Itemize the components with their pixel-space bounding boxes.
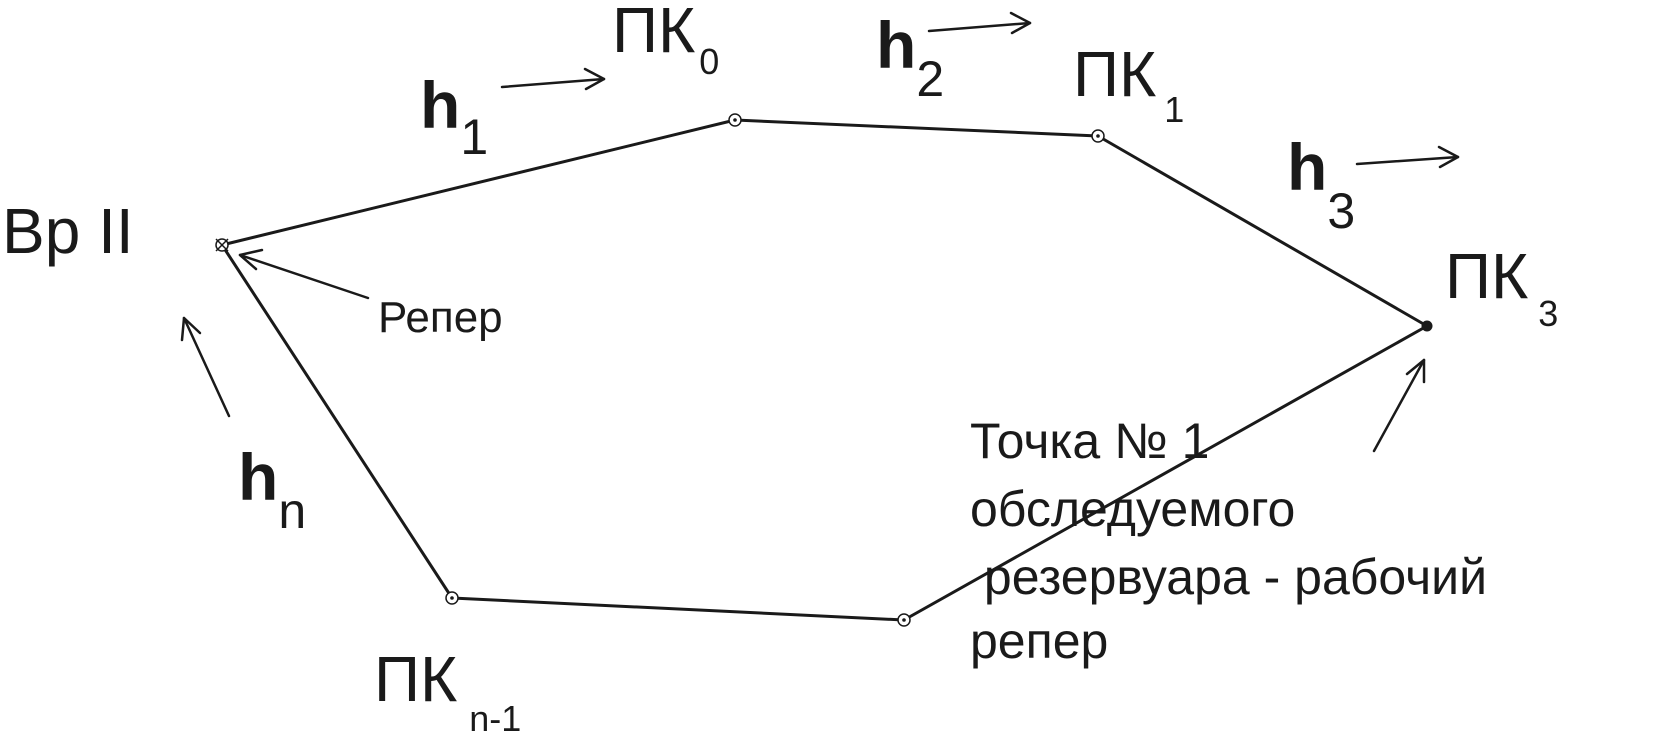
arrow-benchmark-pointer (238, 248, 370, 300)
elevation-index: 3 (1327, 183, 1355, 239)
station-pkn1-marker (445, 591, 459, 605)
station-pk0-marker (728, 113, 742, 127)
station-pk3-marker (1421, 320, 1433, 332)
arrow-work-benchmark-pointer (1372, 358, 1426, 453)
benchmark-label: Вр II (2, 195, 134, 267)
edge-benchmark-pk0 (221, 118, 736, 247)
edge-pk1-pk3 (1097, 134, 1428, 328)
arrow-hn (180, 316, 231, 418)
traverse-polygon (220, 118, 1428, 622)
note-line: резервуара - рабочий (970, 549, 1487, 605)
vertex-markers (215, 113, 1433, 627)
station-label-pk3: ПК3 (1445, 240, 1558, 334)
elevation-label-h2: h2 (876, 8, 944, 107)
elevation-letter: h (238, 440, 278, 514)
edge-pk3-point (903, 324, 1428, 622)
note-line: обследуемого (970, 481, 1295, 537)
arrow-h3 (1355, 145, 1460, 169)
elevation-index: 2 (916, 51, 944, 107)
station-index: n-1 (469, 698, 521, 737)
station-prefix: ПК (1073, 38, 1156, 110)
edge-pk0-pk1 (734, 118, 1099, 138)
elevation-letter: h (1287, 130, 1327, 204)
elevation-index: 1 (460, 109, 488, 165)
elevation-index: n (278, 483, 306, 539)
station-label-pkn1: ПК n-1 (374, 643, 521, 737)
station-prefix: ПК (374, 643, 457, 715)
station-prefix: ПК (1445, 240, 1528, 312)
elevation-letter: h (420, 68, 460, 142)
arrow-h2 (927, 11, 1032, 35)
station-prefix: ПК (612, 0, 695, 66)
elevation-label-h1: h1 (420, 68, 488, 165)
elevation-label-h3: h3 (1287, 130, 1355, 239)
station-index: 1 (1164, 89, 1184, 130)
station-pk1-marker (1091, 129, 1105, 143)
arrow-h1 (500, 67, 606, 91)
station-index: 0 (699, 41, 719, 82)
direction-arrows (180, 11, 1460, 453)
station-index: 3 (1538, 293, 1558, 334)
work-benchmark-note: Точка № 1 обследуемого резервуара - рабо… (970, 413, 1501, 669)
edge-point-pkn1 (451, 596, 905, 622)
elevation-label-hn: hn (238, 440, 306, 539)
edge-pkn1-benchmark (220, 244, 454, 599)
elevation-letter: h (876, 8, 916, 82)
benchmark-marker-label: Репер (378, 293, 503, 342)
note-line: репер (970, 613, 1108, 669)
benchmark-marker (215, 238, 229, 252)
point-marker (897, 613, 911, 627)
note-line: Точка № 1 (970, 413, 1209, 469)
